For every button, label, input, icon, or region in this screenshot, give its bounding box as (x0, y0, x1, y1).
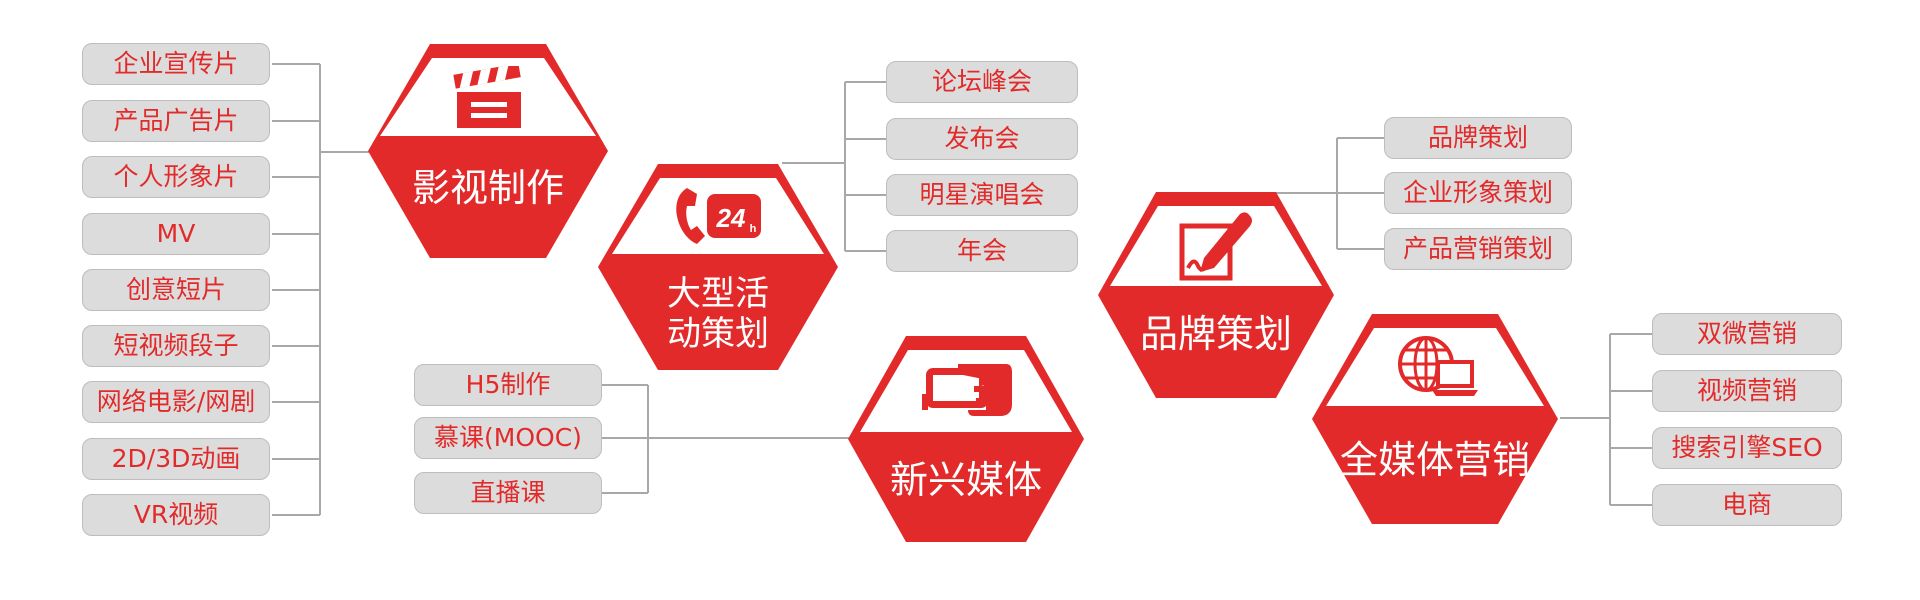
event-item[interactable]: 论坛峰会 (886, 61, 1078, 103)
allmedia-item[interactable]: 电商 (1652, 484, 1842, 526)
film-item[interactable]: 网络电影/网剧 (82, 381, 270, 423)
film-item[interactable]: 2D/3D动画 (82, 438, 270, 480)
hexagon-shape (1098, 192, 1334, 398)
svg-text:h: h (750, 223, 757, 235)
hub-event-planning[interactable]: 24 h 大型活 动策划 (596, 162, 840, 372)
hexagon-shape (1312, 314, 1558, 524)
film-item[interactable]: 短视频段子 (82, 325, 270, 367)
brand-item[interactable]: 企业形象策划 (1384, 172, 1572, 214)
hub-title: 全媒体营销 (1339, 438, 1530, 482)
brand-item[interactable]: 品牌策划 (1384, 117, 1572, 159)
film-item[interactable]: MV (82, 213, 270, 255)
media-item[interactable]: 直播课 (414, 472, 602, 514)
hub-brand-planning[interactable]: 品牌策划 (1096, 190, 1336, 400)
media-item[interactable]: 慕课(MOOC) (414, 417, 602, 459)
hub-title: 影视制作 (411, 166, 564, 210)
allmedia-item[interactable]: 视频营销 (1652, 370, 1842, 412)
film-item[interactable]: 创意短片 (82, 269, 270, 311)
film-item[interactable]: 企业宣传片 (82, 43, 270, 85)
event-item[interactable]: 年会 (886, 230, 1078, 272)
film-item[interactable]: 个人形象片 (82, 156, 270, 198)
hub-title: 大型活 动策划 (667, 274, 769, 354)
hub-title: 新兴媒体 (889, 458, 1042, 502)
globe-laptop-icon (1398, 336, 1478, 396)
hub-all-media-marketing[interactable]: 全媒体营销 (1310, 312, 1560, 526)
pen-document-icon (1179, 212, 1252, 281)
hand-phone-icon (922, 364, 1012, 416)
brand-item[interactable]: 产品营销策划 (1384, 228, 1572, 270)
event-item[interactable]: 发布会 (886, 118, 1078, 160)
film-item[interactable]: 产品广告片 (82, 100, 270, 142)
phone-24h-icon: 24 h (676, 188, 761, 244)
hub-film-production[interactable]: 影视制作 (366, 42, 610, 260)
hub-emerging-media[interactable]: 新兴媒体 (846, 334, 1086, 544)
hub-title: 品牌策划 (1139, 312, 1292, 356)
clapperboard-icon (453, 66, 521, 128)
hexagon-shape (598, 164, 838, 370)
media-item[interactable]: H5制作 (414, 364, 602, 406)
film-item[interactable]: VR视频 (82, 494, 270, 536)
svg-text:24: 24 (716, 203, 746, 233)
event-item[interactable]: 明星演唱会 (886, 174, 1078, 216)
allmedia-item[interactable]: 搜索引擎SEO (1652, 427, 1842, 469)
allmedia-item[interactable]: 双微营销 (1652, 313, 1842, 355)
